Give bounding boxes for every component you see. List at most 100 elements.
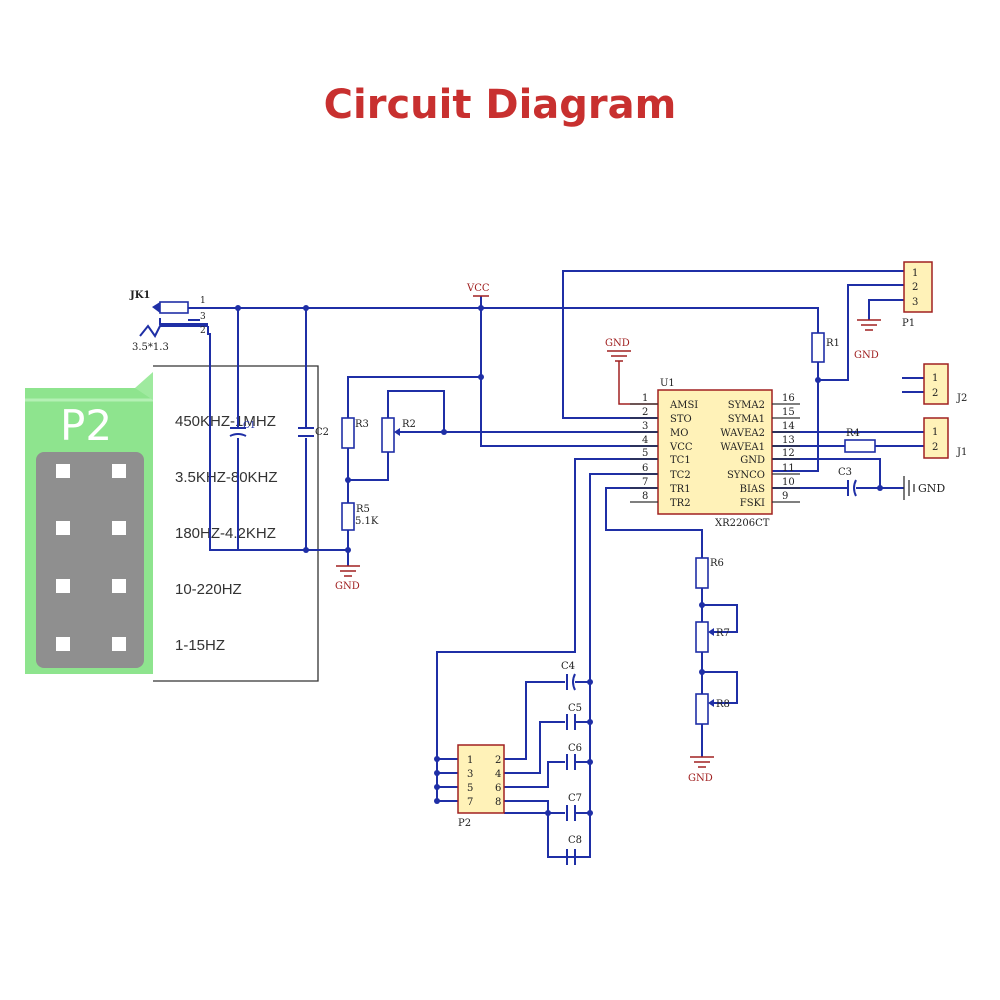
- p2-pin-7: 7: [467, 797, 473, 808]
- connector-j2: 1 2 J2: [923, 363, 967, 405]
- u1-pin-4-name: VCC: [669, 442, 693, 453]
- resistor-r1: R1: [811, 332, 840, 363]
- u1-pin-13-num: 13: [782, 435, 795, 446]
- connector-p2: 1 3 5 7 2 4 6 8 P2: [457, 744, 505, 829]
- capacitor-c6: C6: [566, 743, 582, 770]
- jk1-ref: JK1: [129, 290, 150, 301]
- j2-pin-2: 2: [932, 388, 938, 399]
- gnd-label-u1: GND: [605, 338, 630, 349]
- p2-jumper-photo: P2: [25, 372, 153, 674]
- u1-pin-12-num: 12: [782, 448, 795, 459]
- band-label-3: 180HZ-4.2KHZ: [175, 525, 276, 542]
- u1-pin-9-num: 9: [782, 491, 788, 502]
- u1-pin-4-num: 4: [642, 435, 648, 446]
- c8-label: C8: [568, 835, 582, 846]
- connector-p1: 1 2 3 P1: [902, 261, 933, 329]
- capacitor-c7: C7: [566, 793, 582, 821]
- u1-pin-10-name: BIAS: [740, 484, 766, 495]
- j2-ref: J2: [956, 393, 967, 404]
- potentiometer-r2: R2: [381, 417, 416, 453]
- u1-pin-7-num: 7: [642, 477, 648, 488]
- p2-pin-1: 1: [467, 755, 473, 766]
- p1-ref: P1: [902, 318, 915, 329]
- capacitor-c5: C5: [566, 703, 582, 730]
- gnd-label-bottom: GND: [688, 773, 713, 784]
- u1-pin-7-name: TR1: [670, 484, 691, 495]
- jumper-pads: [56, 464, 126, 651]
- c2-label: C2: [315, 427, 329, 438]
- jk1-pin-2: 2: [200, 326, 206, 336]
- band-label-4: 10-220HZ: [175, 581, 242, 598]
- r1-label: R1: [826, 338, 840, 349]
- u1-pin-1-name: AMSI: [669, 400, 698, 411]
- u1-pin-13-name: WAVEA1: [720, 442, 765, 453]
- p2-pin-6: 6: [495, 783, 501, 794]
- capacitor-c2: C2: [298, 427, 329, 438]
- r4-label: R4: [846, 428, 860, 439]
- p2-ref: P2: [458, 818, 471, 829]
- u1-pin-12-name: GND: [740, 455, 765, 466]
- r5-label: R5: [356, 504, 370, 515]
- u1-pin-3-num: 3: [642, 421, 648, 432]
- u1-pin-14-num: 14: [782, 421, 795, 432]
- c3-label: C3: [838, 467, 852, 478]
- u1-pin-16-num: 16: [782, 393, 795, 404]
- gnd-symbol-bottom: GND: [688, 756, 714, 784]
- resistor-r5: R5 5.1K: [341, 502, 379, 531]
- r3-label: R3: [355, 419, 369, 430]
- jk1-jack: JK1 3.5*1.3 1 3 2: [129, 290, 208, 353]
- junctions: [235, 305, 883, 816]
- potentiometer-r7: R7: [695, 621, 730, 653]
- j1-pin-2: 2: [932, 442, 938, 453]
- band-label-1: 450KHZ-1MHZ: [175, 413, 276, 430]
- u1-pin-8-num: 8: [642, 491, 648, 502]
- u1-pin-2-name: STO: [670, 414, 692, 425]
- r8-label: R8: [716, 699, 730, 710]
- connector-j1: 1 2 J1: [923, 417, 967, 459]
- wires: [188, 270, 924, 858]
- resistor-r3: R3: [341, 417, 369, 449]
- p2-pin-3: 3: [467, 769, 473, 780]
- page-title: Circuit Diagram: [323, 82, 677, 128]
- j1-ref: J1: [956, 447, 967, 458]
- resistor-r4: R4: [844, 428, 876, 453]
- capacitor-c4: C4: [561, 661, 576, 691]
- p1-pin-3: 3: [912, 297, 918, 308]
- vcc-symbol: VCC: [466, 283, 490, 297]
- capacitor-c3: C3: [838, 467, 857, 497]
- jk1-value: 3.5*1.3: [132, 342, 169, 353]
- capacitor-c1: C1: [229, 421, 256, 437]
- gnd-label-p1: GND: [854, 350, 879, 361]
- u1-pin-3-name: MO: [670, 428, 688, 439]
- u1-pin-8-name: TR2: [670, 498, 691, 509]
- gnd-symbol-p1: GND: [854, 319, 881, 361]
- potentiometer-r8: R8: [695, 693, 730, 725]
- c5-label: C5: [568, 703, 582, 714]
- u1-pin-6-num: 6: [642, 463, 648, 474]
- u1-pin-11-num: 11: [782, 463, 795, 474]
- u1-pin-15-num: 15: [782, 407, 795, 418]
- r6-label: R6: [710, 558, 724, 569]
- gnd-symbol-left: GND: [335, 565, 360, 592]
- c7-label: C7: [568, 793, 582, 804]
- ic-u1: U1 1 2 3 4 5 6 7 8 AMSI STO MO VCC TC1 T…: [630, 378, 800, 529]
- c4-label: C4: [561, 661, 575, 672]
- u1-ref: U1: [660, 378, 675, 389]
- c6-label: C6: [568, 743, 582, 754]
- p2-pin-2: 2: [495, 755, 501, 766]
- u1-pin-2-num: 2: [642, 407, 648, 418]
- band-label-5: 1-15HZ: [175, 637, 225, 654]
- u1-pin-16-name: SYMA2: [728, 400, 765, 411]
- j2-pin-1: 1: [932, 373, 938, 384]
- gnd-symbol-u1: GND: [605, 338, 631, 362]
- p2-pin-8: 8: [495, 797, 501, 808]
- p2-photo-label: P2: [60, 401, 112, 450]
- p1-pin-2: 2: [912, 282, 918, 293]
- r5-value: 5.1K: [355, 516, 379, 527]
- u1-pin-6-name: TC2: [670, 470, 691, 481]
- r7-label: R7: [716, 628, 730, 639]
- u1-pin-5-name: TC1: [670, 455, 691, 466]
- p2-pin-4: 4: [495, 769, 501, 780]
- gnd-label-left: GND: [335, 581, 360, 592]
- u1-pin-9-name: FSKI: [740, 498, 765, 509]
